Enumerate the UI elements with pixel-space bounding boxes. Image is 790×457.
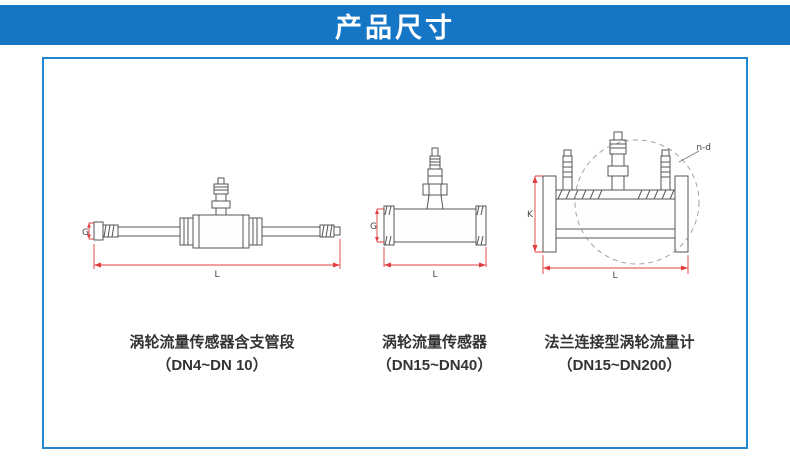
dim-label-nd: n-d bbox=[696, 143, 711, 153]
figure-title: 涡轮流量传感器 bbox=[381, 334, 487, 351]
sensor-stem bbox=[211, 177, 231, 216]
figure-title: 法兰连接型涡轮流量计 bbox=[544, 334, 695, 351]
drawing-sensor: G L bbox=[370, 147, 486, 279]
dim-label-l-1: L bbox=[214, 270, 219, 279]
pressure-tap-right bbox=[660, 149, 671, 191]
figure-caption: 涡轮流量传感器 （DN15~DN40） bbox=[377, 331, 492, 377]
pressure-tap-left bbox=[562, 149, 573, 191]
pipe-assembly bbox=[93, 214, 341, 249]
dimensions-panel: G L 涡轮流量传感器含支管段 （DN4~DN 10） bbox=[42, 57, 748, 449]
dim-label-k: K bbox=[527, 210, 534, 220]
drawing-sensor-with-branch: G L bbox=[82, 177, 341, 279]
figure-sensor-with-branch: G L 涡轮流量传感器含支管段 （DN4~DN 10） bbox=[82, 173, 342, 377]
figure-title: 涡轮流量传感器含支管段 bbox=[129, 334, 295, 351]
figure-sensor: G L 涡轮流量传感器 （DN15~DN40） bbox=[370, 139, 500, 377]
figure-caption: 涡轮流量传感器含支管段 （DN4~DN 10） bbox=[129, 331, 294, 377]
dim-label-l-2: L bbox=[432, 270, 437, 279]
bolt-circle: n-d bbox=[574, 139, 711, 265]
dimension-l: L bbox=[93, 239, 341, 279]
dim-label-g-2: G bbox=[370, 222, 377, 232]
sensor-stem bbox=[607, 131, 629, 191]
figure-range: （DN4~DN 10） bbox=[156, 357, 268, 374]
dimension-g: G bbox=[82, 222, 94, 240]
dimension-k: K bbox=[527, 175, 543, 253]
drawing-flanged-meter: n-d K L bbox=[527, 131, 711, 279]
dimension-g: G bbox=[370, 208, 384, 243]
dim-label-g-1: G bbox=[82, 228, 89, 238]
pipe-body bbox=[383, 205, 486, 246]
page-header: 产品尺寸 bbox=[0, 5, 790, 45]
dimension-l: L bbox=[542, 255, 689, 279]
figures-row: G L 涡轮流量传感器含支管段 （DN4~DN 10） bbox=[82, 124, 712, 377]
dim-label-l-3: L bbox=[612, 271, 617, 279]
figure-range: （DN15~DN40） bbox=[376, 357, 493, 374]
figure-caption: 法兰连接型涡轮流量计 （DN15~DN200） bbox=[544, 331, 694, 377]
page-title: 产品尺寸 bbox=[335, 12, 455, 43]
figure-flanged-meter: n-d K L 法兰连接型涡轮 bbox=[527, 124, 712, 377]
dimension-l: L bbox=[383, 247, 486, 279]
sensor-stem bbox=[422, 147, 447, 210]
figure-range: （DN15~DN200） bbox=[557, 357, 682, 374]
